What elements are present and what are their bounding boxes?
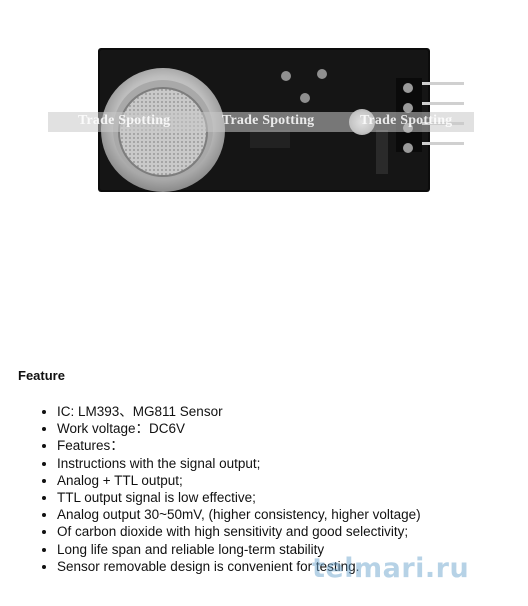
list-item: TTL output signal is low effective; (57, 489, 527, 506)
feature-list: IC: LM393、MG811 Sensor Work voltage：DC6V… (40, 403, 527, 575)
photo-watermark-text: Trade Spotting (360, 113, 453, 128)
photo-watermark-text: Trade Spotting (222, 113, 315, 128)
feature-heading: Feature (18, 368, 65, 383)
list-item: Of carbon dioxide with high sensitivity … (57, 523, 527, 540)
list-item: Work voltage：DC6V (57, 420, 527, 437)
list-item: Features： (57, 437, 527, 454)
list-item: IC: LM393、MG811 Sensor (57, 403, 527, 420)
list-item: Long life span and reliable long-term st… (57, 541, 527, 558)
list-item: Analog output 30~50mV, (higher consisten… (57, 506, 527, 523)
photo-watermark-text: Trade Spotting (78, 113, 171, 128)
list-item: Analog + TTL output; (57, 472, 527, 489)
list-item: Sensor removable design is convenient fo… (57, 558, 527, 575)
site-watermark: telmari.ru (312, 553, 470, 584)
photo-watermark-band (48, 112, 474, 132)
list-item: Instructions with the signal output; (57, 455, 527, 472)
